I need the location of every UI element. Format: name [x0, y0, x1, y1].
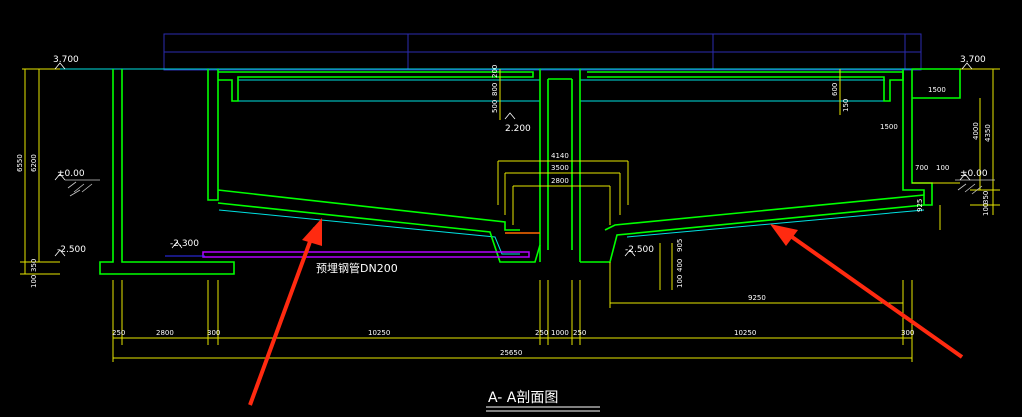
arrow-left-head: [302, 218, 322, 246]
dim-bot-9: 300: [901, 329, 914, 337]
dim-right-i: 350: [982, 191, 990, 204]
title-underline: [486, 406, 600, 412]
embedded-pipe: [202, 251, 530, 258]
cyan-lines: [22, 68, 960, 255]
dim-span-right: 9250: [748, 294, 766, 302]
dim-total: 25650: [500, 349, 522, 357]
elev-top-right: 3.700: [960, 55, 986, 65]
annotation-arrows: [248, 218, 964, 406]
dim-right-d: 1500: [880, 123, 898, 131]
dim-bot-7: 250: [573, 329, 586, 337]
arrow-right-head: [770, 224, 798, 246]
cover-slab: [163, 33, 922, 71]
dim-bot-2: 2800: [156, 329, 174, 337]
elev-bottom-mid-right: -2.500: [625, 245, 654, 255]
dim-hopper-c: 2800: [551, 177, 569, 185]
dim-bot-8: 10250: [734, 329, 756, 337]
dim-right-a: 600: [831, 83, 839, 96]
dim-right-k: 925: [916, 199, 924, 212]
dim-left-h1: 6550: [16, 154, 24, 172]
dim-bot-4: 10250: [368, 329, 390, 337]
dim-hopper-a: 4140: [551, 152, 569, 160]
dim-col-a: 200: [491, 65, 499, 78]
elev-top-left: 3.700: [53, 55, 79, 65]
dim-left-h4: 100: [30, 275, 38, 288]
dim-right-c: 1500: [928, 86, 946, 94]
elev-bottom-left: -2.500: [57, 245, 86, 255]
drawing-title: A- A剖面图: [488, 390, 558, 406]
arrow-left-shaft: [248, 227, 317, 406]
dim-right-e: 4000: [972, 122, 980, 140]
dim-right-b: 150: [842, 99, 850, 112]
arrow-right-shaft: [783, 230, 964, 359]
dim-bot-6: 1000: [551, 329, 569, 337]
elev-ground-right: ±0.00: [960, 169, 988, 179]
dim-hopper-e: 400: [676, 259, 684, 272]
dim-hopper-f: 100: [676, 275, 684, 288]
dim-right-j: 100: [982, 203, 990, 216]
dim-left-h3: 350: [30, 259, 38, 272]
pipe-label: 预埋钢管DN200: [316, 261, 398, 275]
dim-col-b: 800: [491, 83, 499, 96]
dimension-lines: [20, 68, 1000, 362]
ground-hatch-left: [65, 179, 100, 197]
elev-ground-left: ±0.00: [57, 169, 85, 179]
dim-right-h: 100: [936, 164, 949, 172]
elevation-markers: [54, 62, 973, 257]
dim-bot-1: 250: [112, 329, 125, 337]
tank-structure: [99, 68, 961, 275]
dim-hopper-b: 3500: [551, 164, 569, 172]
dim-hopper-d: 905: [676, 239, 684, 252]
dim-right-g: 700: [915, 164, 928, 172]
elev-inner: 2.200: [505, 124, 531, 134]
ground-hatch-right: [955, 179, 995, 195]
dim-bot-5: 250: [535, 329, 548, 337]
dim-col-c: 500: [491, 100, 499, 113]
dim-right-f: 4350: [984, 124, 992, 142]
elev-bottom-mid-left: -2.300: [170, 239, 199, 249]
dim-left-h2: 6200: [30, 154, 38, 172]
dim-bot-3: 300: [207, 329, 220, 337]
